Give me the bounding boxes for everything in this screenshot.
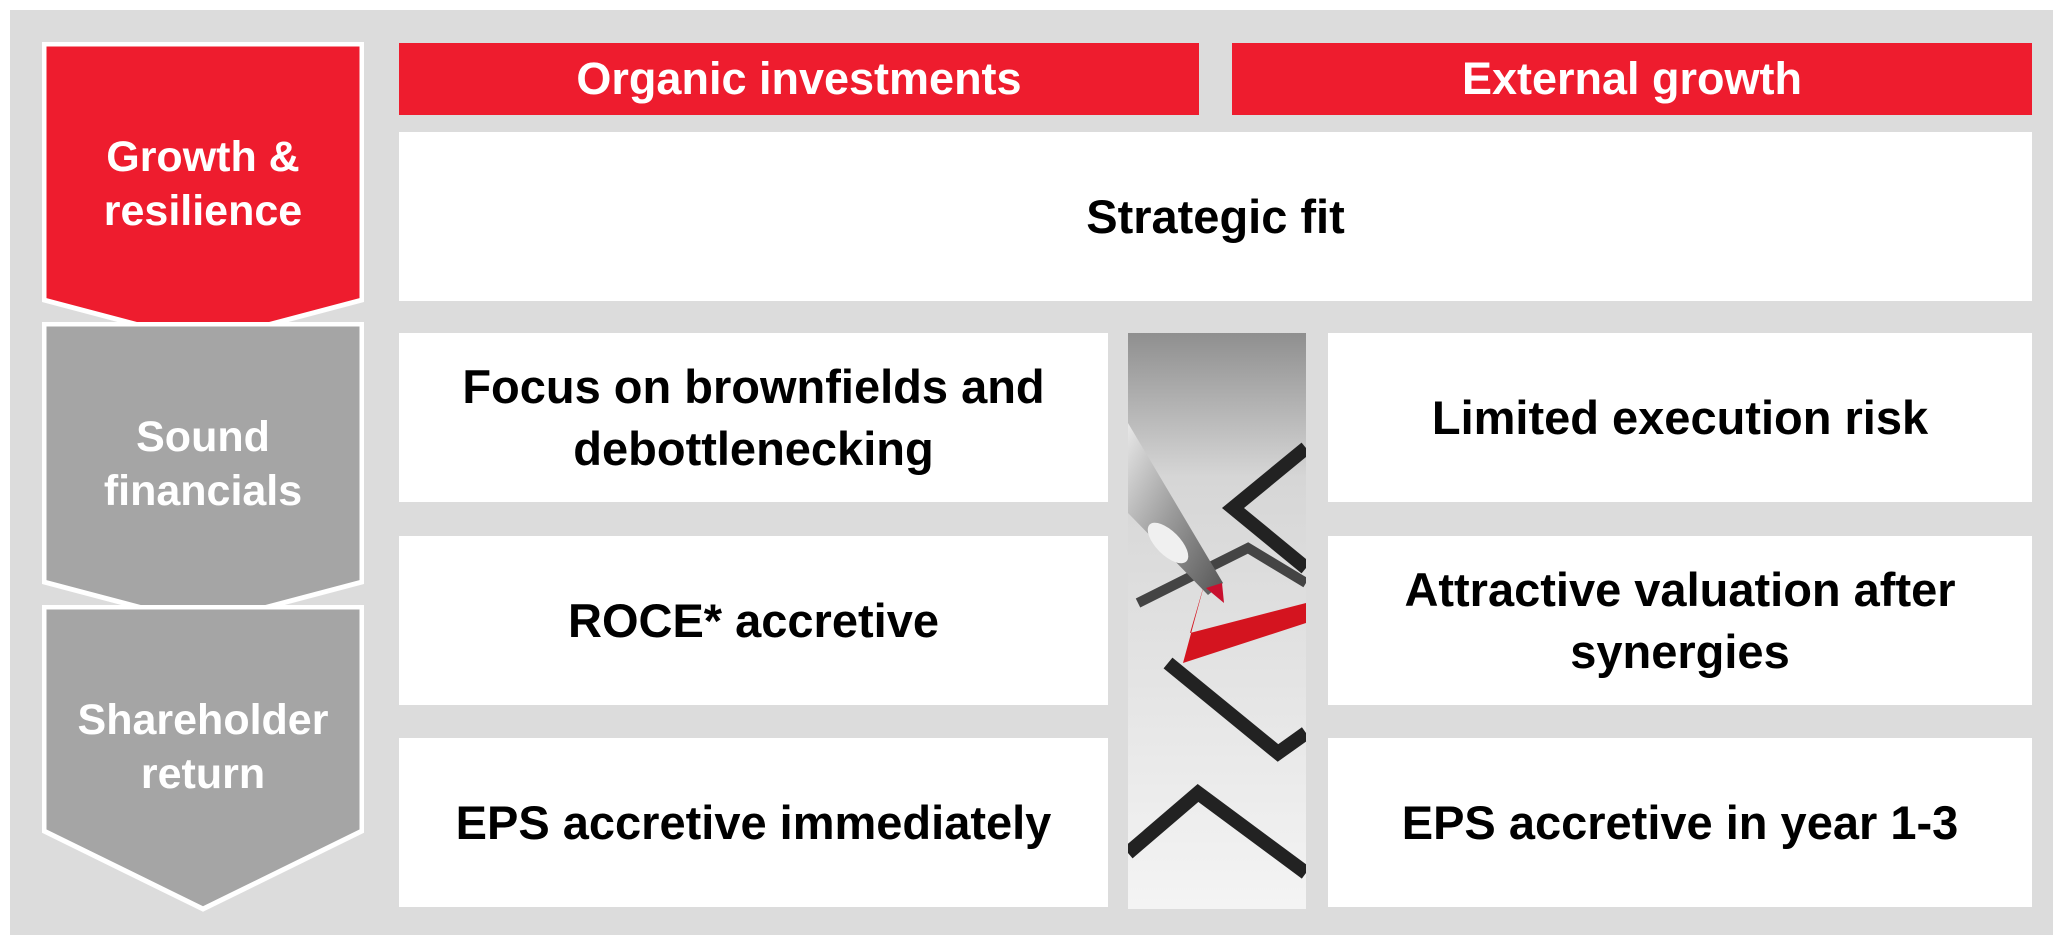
organic-criterion-box: ROCE* accretive [399, 536, 1108, 705]
checkbox-checkmark-pen-photo [1128, 333, 1306, 909]
external-criterion-box: Limited execution risk [1328, 333, 2032, 502]
chevron-growth-resilience: Growth & resilience [42, 42, 364, 344]
criterion-line: debottlenecking [573, 421, 934, 475]
chevron-label-line-1: Sound [136, 413, 270, 461]
criterion-line: synergies [1570, 624, 1790, 678]
header-external-growth: External growth [1232, 43, 2032, 115]
criterion-line: Focus on brownfields and [462, 359, 1045, 413]
chevron-shape [42, 605, 364, 912]
chevron-label-line-2: return [140, 750, 266, 798]
criterion-line: ROCE* accretive [568, 593, 939, 647]
external-criterion-box: EPS accretive in year 1-3 [1328, 738, 2032, 907]
external-criterion-box: Attractive valuation after synergies [1328, 536, 2032, 705]
strategic-fit-box: Strategic fit [399, 132, 2032, 301]
chevron-shape [42, 322, 364, 627]
chevron-shareholder-return: Shareholder return [42, 605, 364, 915]
criterion-line: EPS accretive in year 1-3 [1401, 795, 1959, 849]
chevron-label-line-2: resilience [103, 187, 303, 235]
criterion-line: EPS accretive immediately [455, 795, 1052, 849]
organic-criterion-box: EPS accretive immediately [399, 738, 1108, 907]
strategic-fit-label: Strategic fit [1086, 189, 1345, 243]
chevron-label-line-1: Growth & [106, 133, 300, 181]
chevron-label-line-2: financials [103, 467, 303, 515]
criterion-line: Attractive valuation after [1404, 562, 1956, 616]
criterion-line: Limited execution risk [1431, 390, 1929, 444]
chevron-label-line-1: Shareholder [77, 696, 329, 744]
checkmark-photo-icon [1128, 333, 1306, 909]
chevron-shape [42, 42, 364, 344]
organic-criterion-box: Focus on brownfields and debottlenecking [399, 333, 1108, 502]
chevron-sound-financials: Sound financials [42, 322, 364, 628]
header-organic-investments: Organic investments [399, 43, 1199, 115]
